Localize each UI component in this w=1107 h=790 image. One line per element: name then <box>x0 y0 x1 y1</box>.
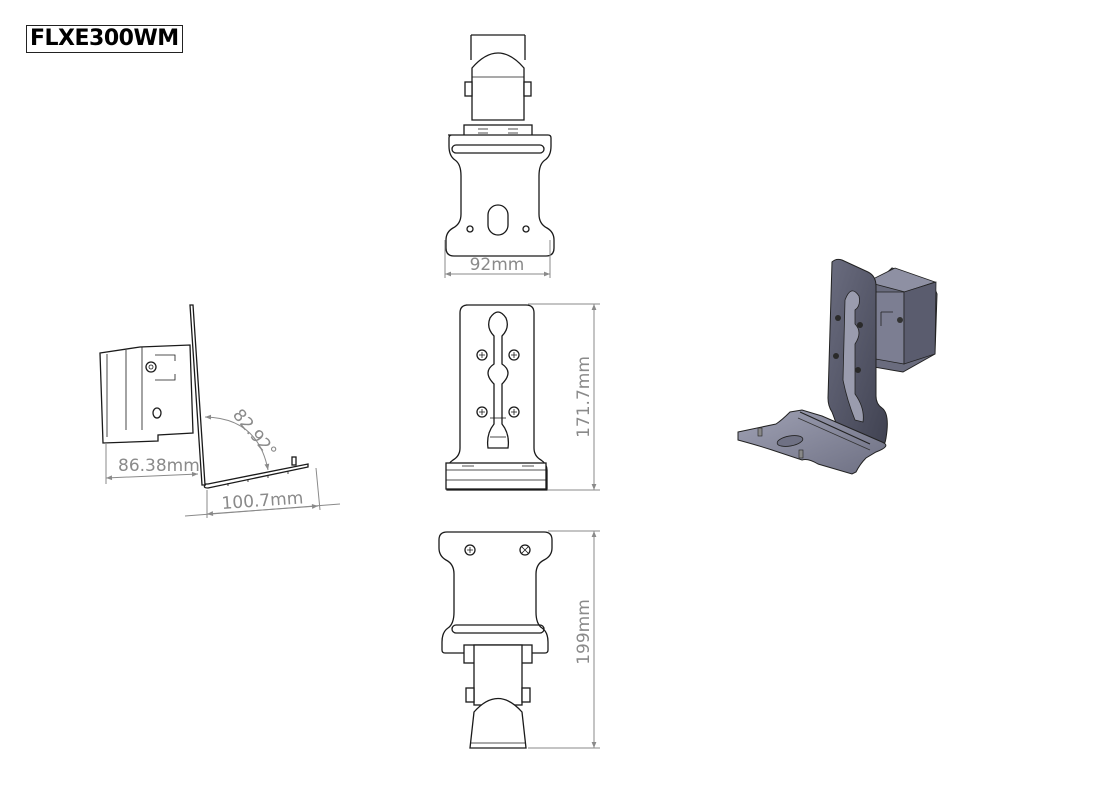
angle-dimension-label: 82.92° <box>228 405 280 462</box>
width-dimension: 92mm <box>444 240 551 278</box>
top-view <box>445 34 555 257</box>
height-dimension-front: 171.7mm <box>528 303 600 491</box>
isometric-view <box>737 258 938 475</box>
front-view <box>445 304 548 491</box>
model-title: FLXE300WM <box>26 25 183 53</box>
front-height-label: 171.7mm <box>574 356 594 438</box>
width-dimension-label: 92mm <box>470 255 525 275</box>
bottom-height-label: 199mm <box>574 599 594 665</box>
height-dimension-bottom: 199mm <box>528 530 600 749</box>
bottom-view <box>438 531 553 749</box>
side-view <box>99 304 309 489</box>
depth-dimension-label: 86.38mm <box>118 456 200 476</box>
base-dimension-label: 100.7mm <box>221 488 304 514</box>
